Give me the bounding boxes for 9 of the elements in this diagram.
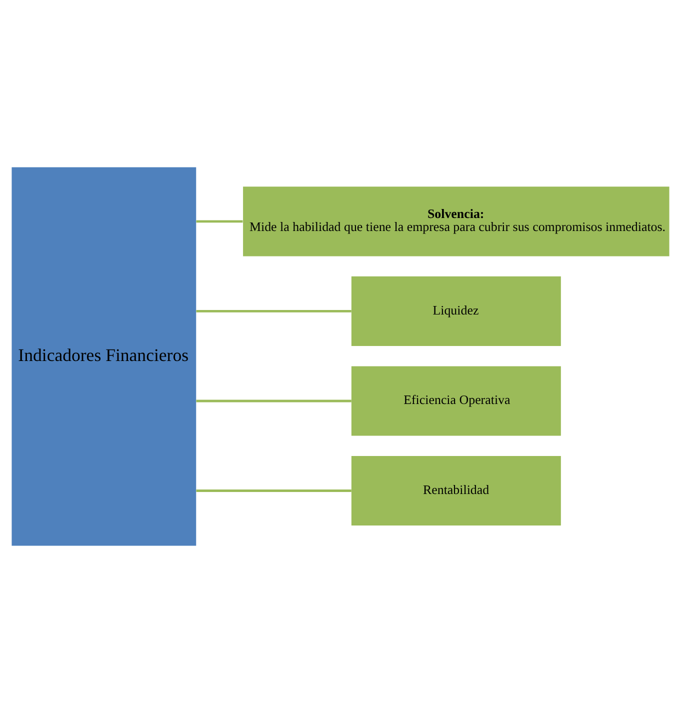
node-box: Liquidez [351, 276, 561, 346]
node-box: Solvencia: Mide la habilidad que tiene la empresa para cubrir sus compromisos inmediatos. [243, 186, 670, 256]
node-box: Eficiencia Operativa [351, 366, 561, 436]
connector [196, 490, 352, 492]
node-box: Rentabilidad [351, 456, 561, 526]
node-box: Indicadores Financieros [12, 167, 196, 546]
connector [196, 220, 243, 223]
connector [196, 310, 352, 312]
connector [196, 400, 352, 402]
